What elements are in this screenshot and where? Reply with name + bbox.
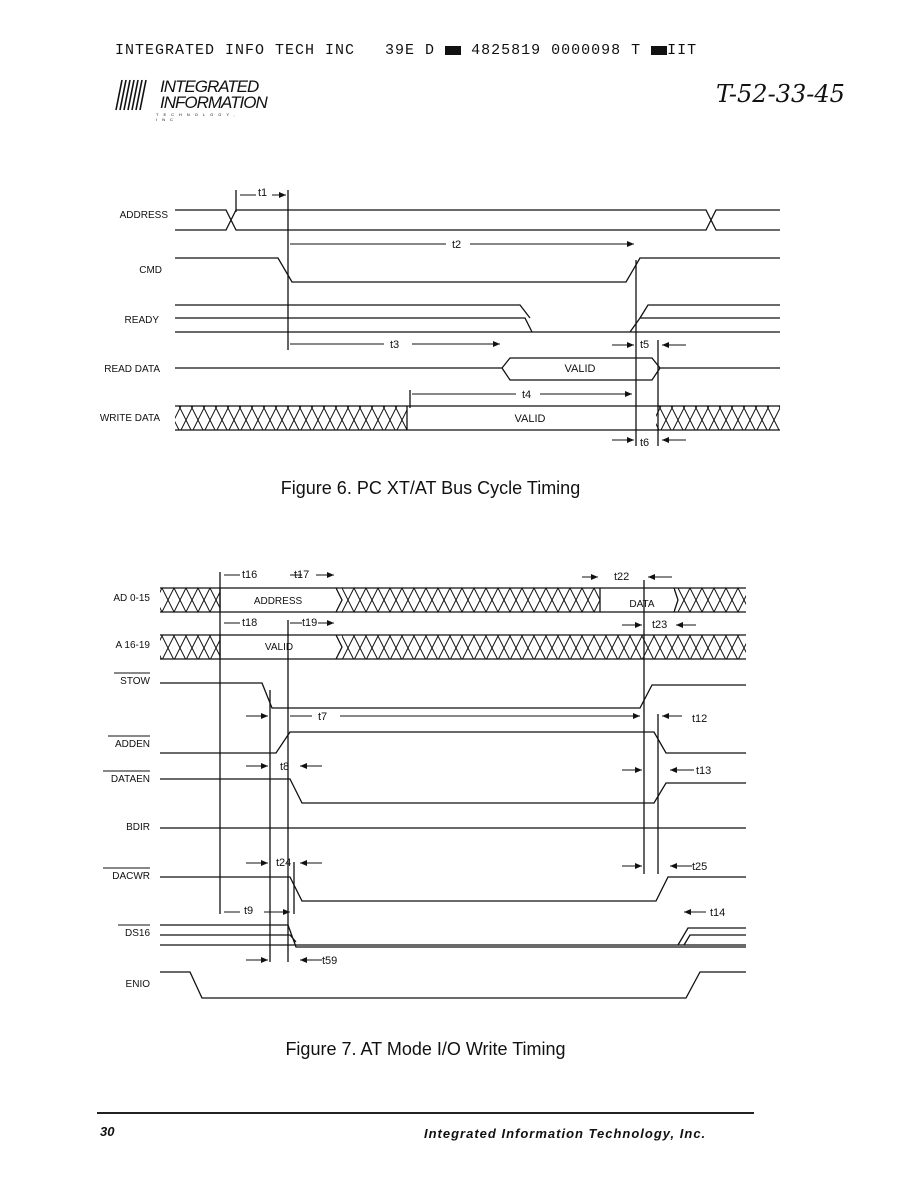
fig7-label-dacwr: DACWR <box>112 871 150 882</box>
fig7-t13: t13 <box>696 765 711 777</box>
fig7-t22: t22 <box>614 571 629 583</box>
fig7-label-ds16: DS16 <box>125 928 150 939</box>
figure7-bus-labels: ADDRESS DATA VALID <box>254 596 655 653</box>
fig7-t8: t8 <box>280 761 289 773</box>
fig7-label-dataen: DATAEN <box>111 774 150 785</box>
logo-mark-icon <box>115 79 147 111</box>
header-text-1: INTEGRATED INFO TECH INC 39E D <box>115 42 446 59</box>
fig7-t59: t59 <box>322 955 337 967</box>
figure7-caption: Figure 7. AT Mode I/O Write Timing <box>285 1039 566 1059</box>
figure7-signal-labels: AD 0-15 A 16-19 STOW ADDEN DATAEN BDIR D… <box>111 593 151 990</box>
fig6-t4: t4 <box>522 389 531 401</box>
fig6-read-valid: VALID <box>565 363 596 375</box>
fig6-label-read-data: READ DATA <box>104 364 160 375</box>
figure7-overbars <box>103 672 150 926</box>
fig6-write-valid: VALID <box>515 413 546 425</box>
fig7-label-stow: STOW <box>120 676 150 687</box>
logo-line-1: INTEGRATED <box>160 77 259 96</box>
fig7-t14: t14 <box>710 907 725 919</box>
fig7-t24: t24 <box>276 857 291 869</box>
fig6-t3: t3 <box>390 339 399 351</box>
fig6-t2: t2 <box>452 239 461 251</box>
fig7-t19: t19 <box>302 617 317 629</box>
page-number: 30 <box>100 1124 115 1139</box>
redaction-block <box>651 45 668 55</box>
footer-company: Integrated Information Technology, Inc. <box>424 1126 707 1141</box>
fig7-label-ad0-15: AD 0-15 <box>113 593 150 604</box>
fig7-t18: t18 <box>242 617 257 629</box>
fig6-label-write-data: WRITE DATA <box>100 413 161 424</box>
fig7-label-a16-19: A 16-19 <box>116 640 151 651</box>
fig6-label-cmd: CMD <box>139 265 162 276</box>
figure6-timing-arrows <box>240 192 686 443</box>
fig7-label-enio: ENIO <box>126 979 151 990</box>
fig6-t5: t5 <box>640 339 649 351</box>
fig7-t25: t25 <box>692 861 707 873</box>
figure7-waveforms <box>160 572 746 999</box>
handwritten-note: T-52-33-45 <box>716 80 845 108</box>
fig7-valid-label: VALID <box>265 642 293 653</box>
fig7-data-label: DATA <box>629 599 655 610</box>
figure7-timing-arrows <box>224 572 706 963</box>
fig7-t9: t9 <box>244 905 253 917</box>
fig6-t6: t6 <box>640 437 649 449</box>
logo-line-2: INFORMATION <box>160 93 268 112</box>
figure6-waveforms <box>175 190 780 446</box>
fig7-label-bdir: BDIR <box>126 822 150 833</box>
figure6-signal-labels: ADDRESS CMD READY READ DATA WRITE DATA <box>100 210 169 424</box>
fig7-t7: t7 <box>318 711 327 723</box>
scan-header: INTEGRATED INFO TECH INC 39E D 4825819 0… <box>115 42 697 59</box>
fig7-t16: t16 <box>242 569 257 581</box>
fig7-t17: t17 <box>294 569 309 581</box>
figure7-timing-labels: t16 t17 t22 t18 t19 t23 t7 t12 t8 t13 t2… <box>242 569 725 967</box>
fig7-label-adden: ADDEN <box>115 739 150 750</box>
fig7-t12: t12 <box>692 713 707 725</box>
figure6-timing-labels: t1 t2 t3 t4 t5 t6 VALID VALID <box>258 187 649 449</box>
figure6-caption: Figure 6. PC XT/AT Bus Cycle Timing <box>280 478 581 498</box>
fig6-label-address: ADDRESS <box>120 210 169 221</box>
fig7-t23: t23 <box>652 619 667 631</box>
fig6-label-ready: READY <box>125 315 160 326</box>
footer-divider <box>97 1112 754 1114</box>
fig6-t1: t1 <box>258 187 267 199</box>
redaction-block <box>445 45 462 55</box>
logo-line-3: TECHNOLOGY, INC <box>156 112 240 122</box>
header-text-2: 4825819 0000098 T <box>461 42 652 59</box>
header-text-3: IIT <box>667 42 698 59</box>
fig7-address-label: ADDRESS <box>254 596 303 607</box>
